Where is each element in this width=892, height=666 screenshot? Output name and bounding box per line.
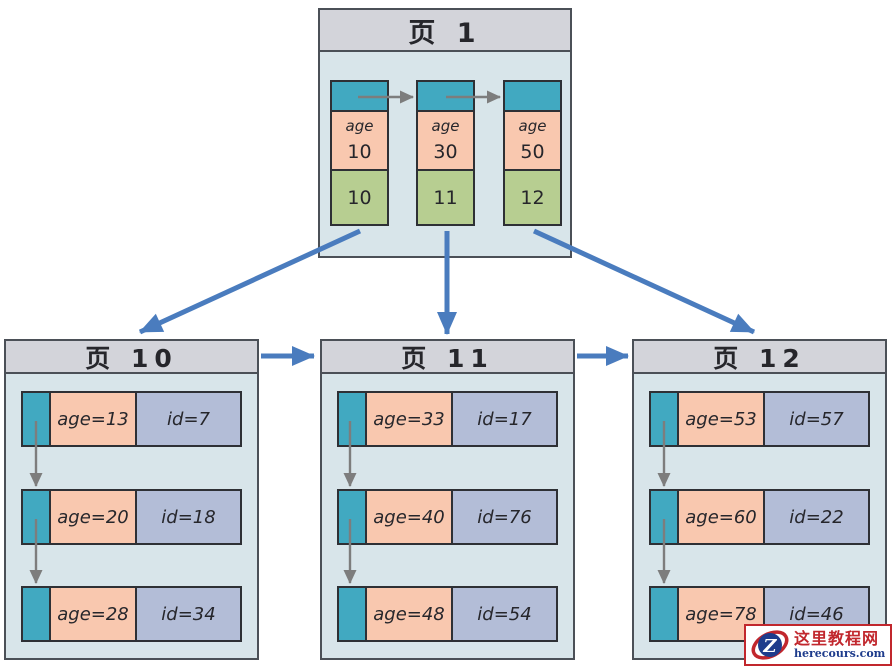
pointer-cell <box>332 82 387 112</box>
record-id-cell: id=7 <box>137 393 240 445</box>
record-pointer-cell <box>23 393 51 445</box>
record-id-cell: id=17 <box>453 393 556 445</box>
record-age-cell: age=40 <box>367 491 453 543</box>
record-age-cell: age=20 <box>51 491 137 543</box>
leaf-page-title: 页 10 <box>6 341 257 374</box>
record-pointer-cell <box>23 588 51 640</box>
age-key-cell: age 30 <box>418 112 473 171</box>
root-slot-2: age 30 11 <box>416 80 475 226</box>
leaf-page-title: 页 12 <box>634 341 885 374</box>
record-row: age=53 id=57 <box>649 391 870 447</box>
record-pointer-cell <box>339 588 367 640</box>
root-slot-1: age 10 10 <box>330 80 389 226</box>
record-row: age=28 id=34 <box>21 586 242 642</box>
record-row: age=48 id=54 <box>337 586 558 642</box>
record-age-cell: age=28 <box>51 588 137 640</box>
record-row: age=60 id=22 <box>649 489 870 545</box>
record-age-cell: age=33 <box>367 393 453 445</box>
record-row: age=33 id=17 <box>337 391 558 447</box>
age-value: 10 <box>347 140 372 163</box>
age-label: age <box>431 117 460 135</box>
age-key-cell: age 10 <box>332 112 387 171</box>
age-label: age <box>345 117 374 135</box>
record-age-cell: age=78 <box>679 588 765 640</box>
page-node-root: 页 1 age 10 10 age 30 11 age 50 12 <box>318 8 572 258</box>
age-value: 30 <box>433 140 458 163</box>
record-pointer-cell <box>651 491 679 543</box>
site-logo-icon: Z <box>751 630 789 660</box>
record-id-cell: id=22 <box>765 491 868 543</box>
page-node-10: 页 10 age=13 id=7 age=20 id=18 age=28 id=… <box>4 339 259 660</box>
record-age-cell: age=60 <box>679 491 765 543</box>
age-key-cell: age 50 <box>505 112 560 171</box>
logo-letter: Z <box>762 636 777 657</box>
root-page-title: 页 1 <box>320 10 570 52</box>
record-id-cell: id=54 <box>453 588 556 640</box>
record-age-cell: age=48 <box>367 588 453 640</box>
pointer-cell <box>505 82 560 112</box>
record-id-cell: id=34 <box>137 588 240 640</box>
page-node-11: 页 11 age=33 id=17 age=40 id=76 age=48 id… <box>320 339 575 660</box>
record-pointer-cell <box>23 491 51 543</box>
record-id-cell: id=57 <box>765 393 868 445</box>
pointer-cell <box>418 82 473 112</box>
record-id-cell: id=76 <box>453 491 556 543</box>
age-value: 50 <box>520 140 545 163</box>
child-page-cell: 12 <box>505 171 560 224</box>
record-pointer-cell <box>651 588 679 640</box>
site-url: herecours.com <box>794 646 886 660</box>
record-age-cell: age=53 <box>679 393 765 445</box>
page-node-12: 页 12 age=53 id=57 age=60 id=22 age=78 id… <box>632 339 887 660</box>
child-page-cell: 10 <box>332 171 387 224</box>
watermark-badge: Z 这里教程网 herecours.com <box>744 624 892 666</box>
record-row: age=20 id=18 <box>21 489 242 545</box>
record-row: age=40 id=76 <box>337 489 558 545</box>
record-pointer-cell <box>339 393 367 445</box>
record-pointer-cell <box>651 393 679 445</box>
watermark-text: 这里教程网 herecours.com <box>794 628 886 660</box>
record-age-cell: age=13 <box>51 393 137 445</box>
leaf-page-title: 页 11 <box>322 341 573 374</box>
site-name: 这里教程网 <box>794 628 880 648</box>
record-row: age=13 id=7 <box>21 391 242 447</box>
age-label: age <box>518 117 547 135</box>
record-id-cell: id=18 <box>137 491 240 543</box>
child-page-cell: 11 <box>418 171 473 224</box>
root-slot-3: age 50 12 <box>503 80 562 226</box>
record-pointer-cell <box>339 491 367 543</box>
